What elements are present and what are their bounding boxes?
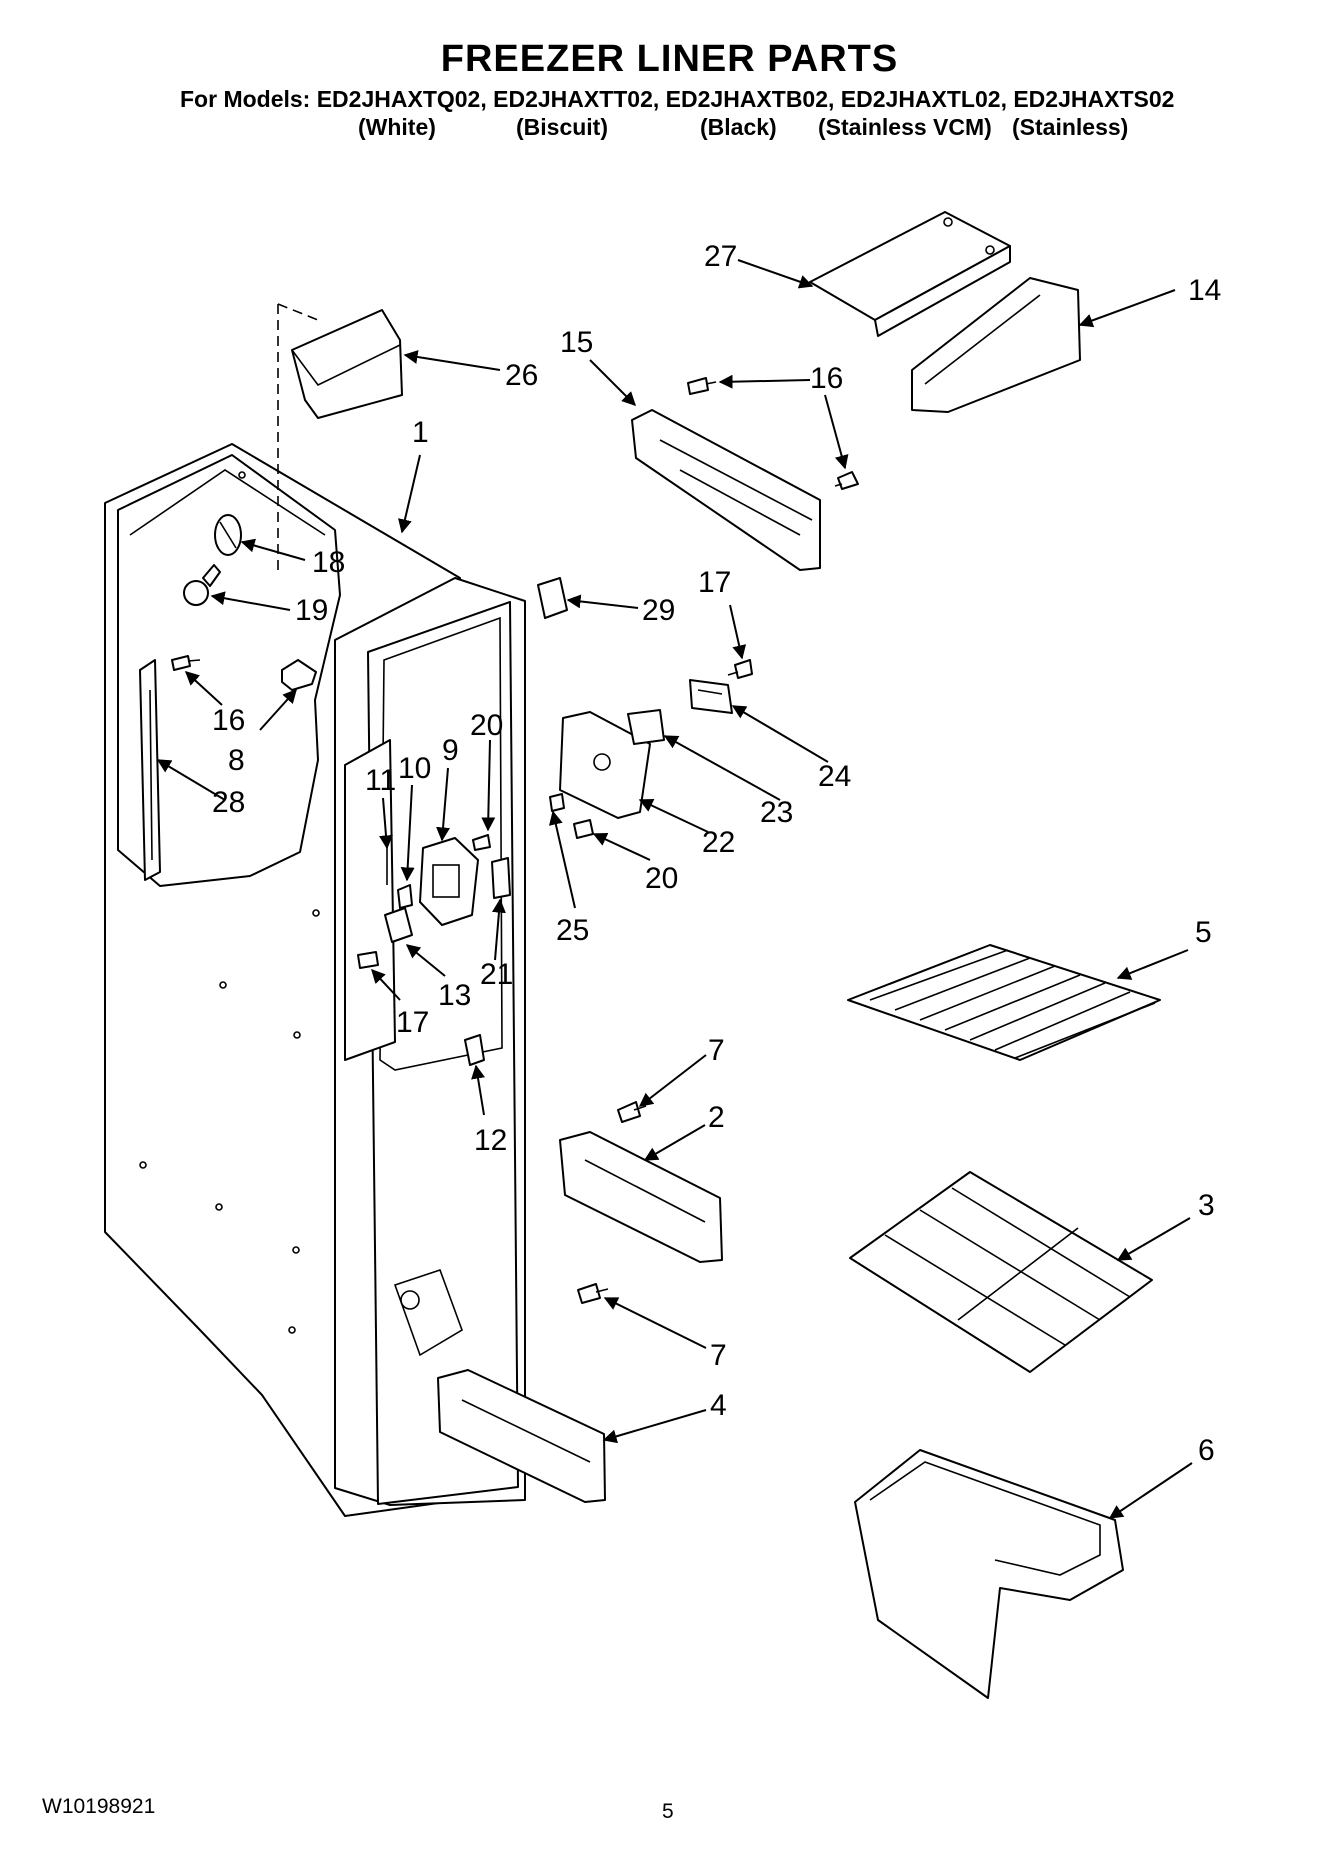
freezer-liner-cabinet: [104, 443, 526, 1517]
color-label-black: (Black): [700, 114, 777, 140]
color-label-stainless: (Stainless): [1012, 114, 1129, 140]
callout-14: 14: [1188, 274, 1221, 307]
callout-10: 10: [398, 752, 431, 785]
callout-26: 26: [505, 359, 538, 392]
callout-22: 22: [702, 826, 735, 859]
callout-27: 27: [704, 240, 737, 273]
color-label-white: (White): [358, 114, 436, 140]
callout-13: 13: [438, 979, 471, 1012]
callout-12: 12: [474, 1124, 507, 1157]
callout-11: 11: [365, 764, 396, 797]
screw-control-board: [727, 659, 753, 679]
screw-control: [472, 834, 491, 851]
knob-plug: [549, 793, 565, 812]
callout-29: 29: [642, 594, 675, 627]
wire-shelf-top: [847, 944, 1161, 1061]
thermostat-board: [384, 907, 413, 943]
callout-6: 6: [1198, 1434, 1215, 1467]
page-title: FREEZER LINER PARTS: [440, 38, 899, 80]
damper-cover: [911, 277, 1081, 413]
callout-15: 15: [560, 326, 593, 359]
control-board: [689, 679, 733, 714]
screw-board: [357, 951, 379, 969]
screw-duct-top: [687, 377, 717, 395]
callout-28: 28: [212, 786, 245, 819]
control-housing: [419, 837, 479, 926]
vertical-air-cover: [139, 659, 161, 881]
fan-switch: [464, 1034, 485, 1066]
callout-3: 3: [1198, 1189, 1215, 1222]
storage-bin: [854, 1449, 1124, 1699]
door-switch: [491, 857, 511, 899]
damper-control: [559, 711, 651, 819]
callout-7-upper: 7: [708, 1034, 725, 1067]
callout-4: 4: [710, 1389, 727, 1422]
light-bracket: [281, 659, 317, 691]
screw-duct-right: [834, 471, 859, 490]
callout-17-board: 17: [698, 566, 731, 599]
callout-5: 5: [1195, 916, 1212, 949]
color-label-biscuit: (Biscuit): [516, 114, 608, 140]
callout-16-duct: 16: [810, 362, 843, 395]
shelf-rail-upper: [559, 1131, 723, 1263]
screw-damper: [573, 819, 594, 839]
callout-20-control: 20: [470, 709, 503, 742]
color-label-stainless-vcm: (Stainless VCM): [818, 114, 992, 140]
leader-lines: [156, 259, 1193, 1519]
callout-16-left: 16: [212, 704, 245, 737]
light-bulb: [183, 564, 221, 606]
document-number: W10198921: [42, 1795, 156, 1818]
callout-19: 19: [295, 594, 328, 627]
callout-7-lower: 7: [710, 1339, 727, 1372]
callout-18: 18: [312, 546, 345, 579]
callout-17-left: 17: [396, 1006, 429, 1039]
light-socket: [214, 514, 242, 556]
damper-door: [809, 211, 1011, 337]
control-mount: [627, 709, 665, 745]
callout-1: 1: [412, 416, 429, 449]
callout-23: 23: [760, 796, 793, 829]
shelf-rail-lower: [437, 1369, 606, 1503]
light-shield-cover: [291, 309, 403, 419]
thermistor: [397, 884, 413, 909]
callout-8: 8: [228, 744, 245, 777]
callout-21: 21: [480, 958, 513, 991]
screw-left: [171, 655, 201, 671]
callout-numbers: 27 14 26 15 16 1 18 19 29 17 16 8 28 20 …: [212, 240, 1221, 1467]
screw-rail-lower: [577, 1283, 609, 1304]
wire-bracket: [537, 577, 568, 619]
models-line: For Models: ED2JHAXTQ02, ED2JHAXTT02, ED…: [180, 86, 1175, 112]
callout-24: 24: [818, 760, 851, 793]
callout-2: 2: [708, 1101, 725, 1134]
air-duct: [631, 409, 821, 571]
page-number: 5: [662, 1800, 674, 1823]
wire-shelf-middle: [849, 1171, 1153, 1373]
callout-20-damper: 20: [645, 862, 678, 895]
callout-9: 9: [442, 734, 459, 767]
callout-25: 25: [556, 914, 589, 947]
